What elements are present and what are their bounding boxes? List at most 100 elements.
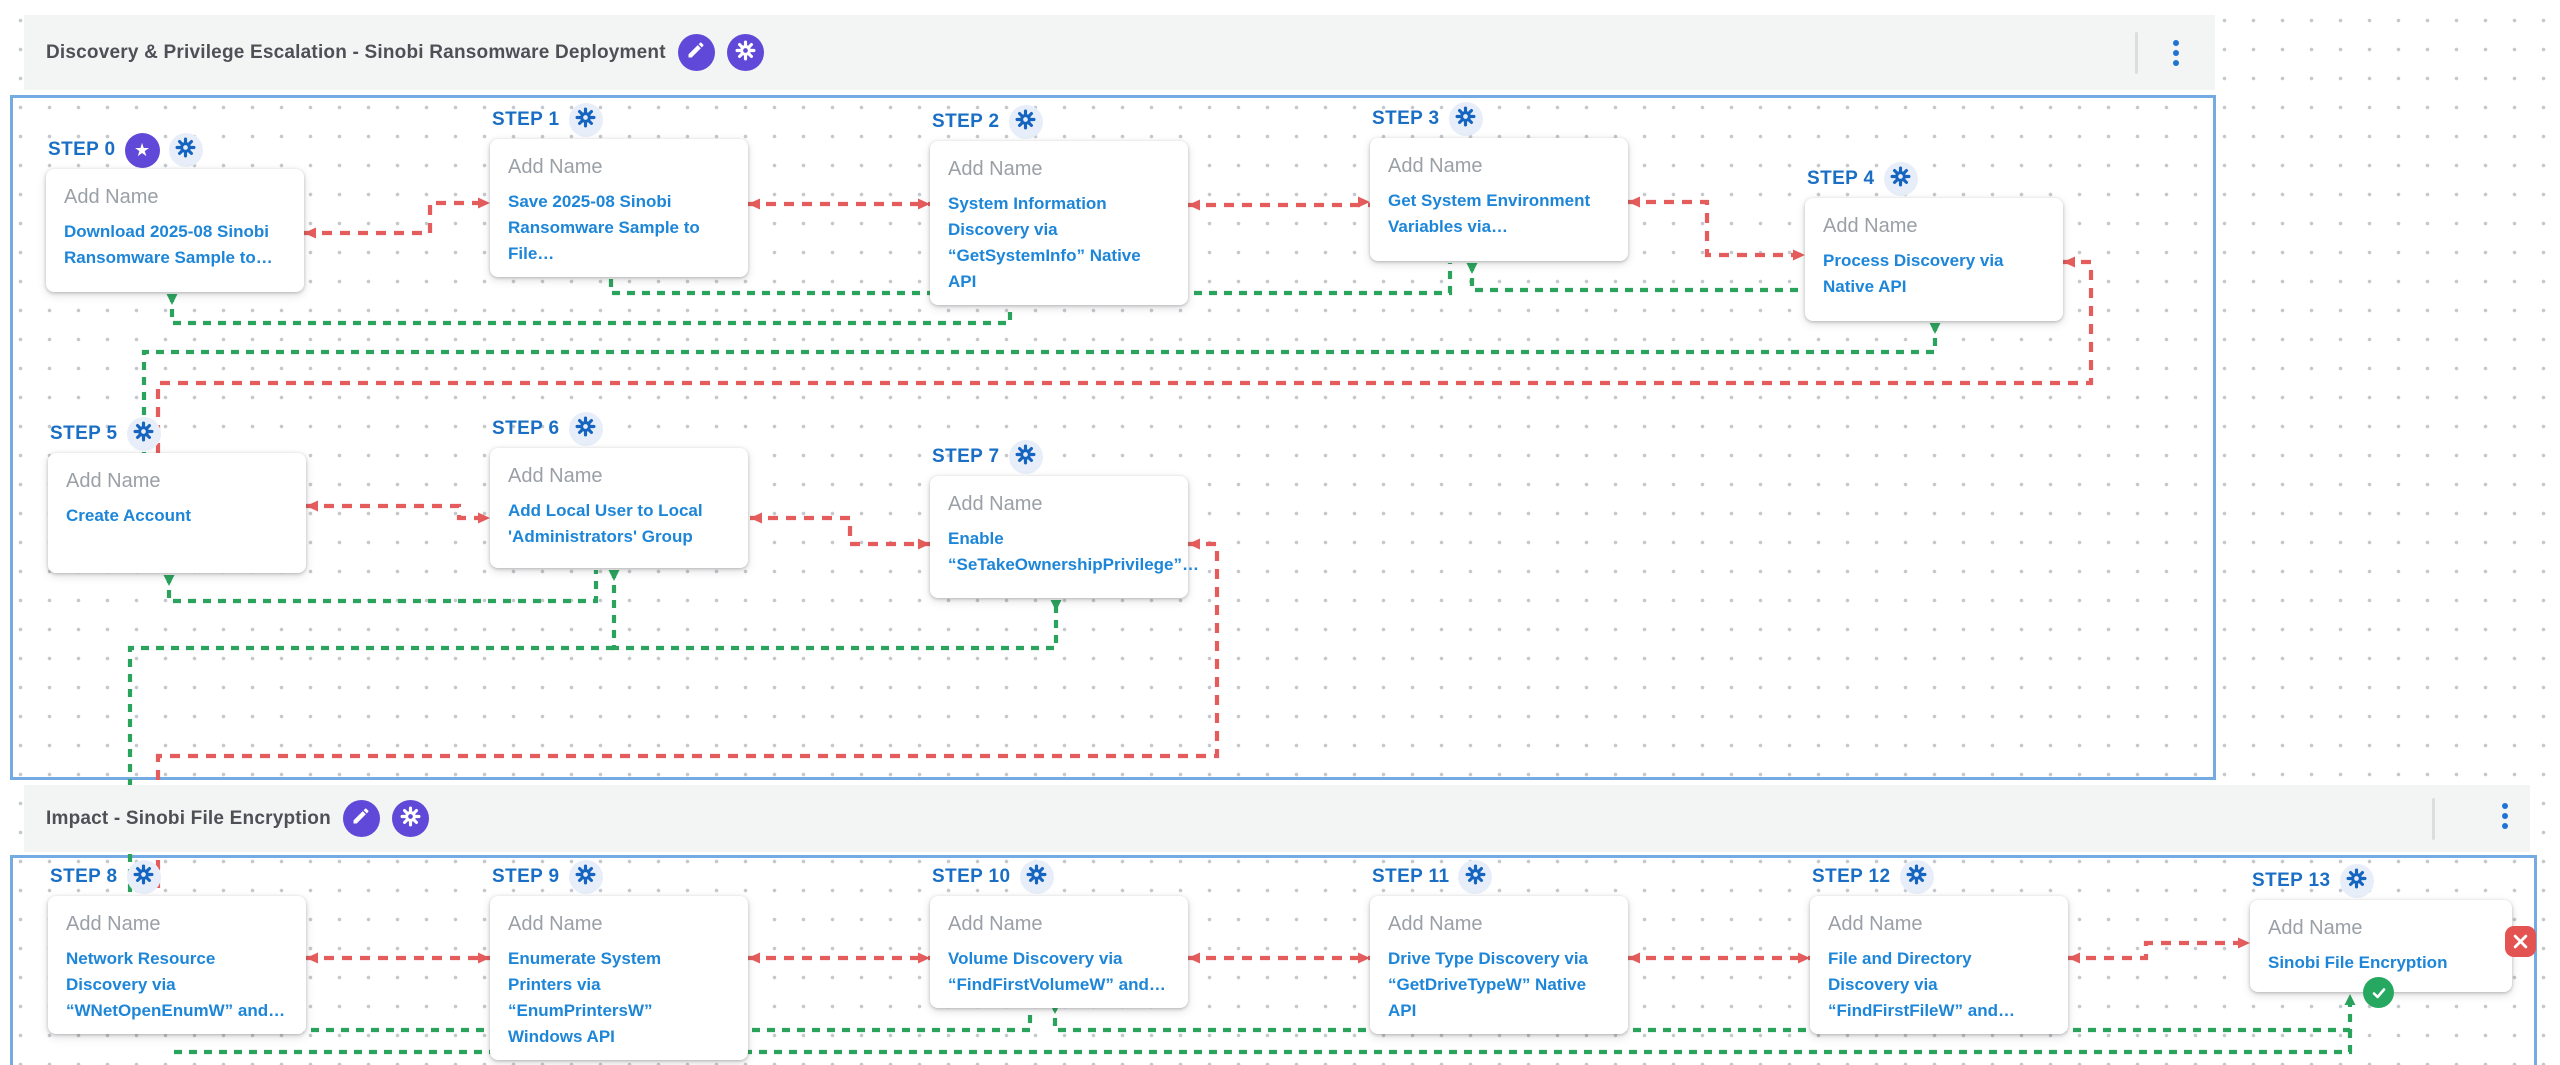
section-settings-button[interactable] — [726, 34, 764, 71]
pencil-icon — [686, 40, 706, 65]
step-settings-button[interactable] — [1008, 440, 1043, 474]
gear-icon — [1015, 109, 1036, 135]
step-label: STEP 2 — [932, 111, 1000, 132]
kebab-menu-icon — [2502, 803, 2508, 809]
step-settings-button[interactable] — [168, 133, 203, 167]
step-name-input[interactable]: Add Name — [508, 913, 603, 935]
step-settings-button[interactable] — [1458, 860, 1493, 894]
step-scenario-link[interactable]: Add Local User to Local 'Administrators'… — [508, 501, 703, 546]
edit-section-button[interactable] — [677, 34, 715, 71]
step-scenario-link[interactable]: Save 2025-08 Sinobi Ransomware Sample to… — [508, 192, 700, 263]
step-name-input[interactable]: Add Name — [508, 156, 603, 178]
step-scenario-link[interactable]: Enumerate System Printers via “EnumPrint… — [508, 949, 662, 1046]
step-scenario-link[interactable]: Download 2025-08 Sinobi Ransomware Sampl… — [64, 222, 273, 267]
step-scenario-link[interactable]: Network Resource Discovery via “WNetOpen… — [66, 949, 286, 1020]
kebab-menu-icon — [2173, 40, 2179, 46]
step-scenario-link[interactable]: Volume Discovery via “FindFirstVolumeW” … — [948, 949, 1166, 994]
step-settings-button[interactable] — [1883, 162, 1918, 196]
step-scenario-link[interactable]: System Information Discovery via “GetSys… — [948, 194, 1141, 291]
step-scenario-link[interactable]: Enable “SeTakeOwnershipPrivilege”… — [948, 529, 1199, 574]
step-label: STEP 0 — [48, 139, 116, 160]
gear-icon — [575, 107, 596, 133]
step-name-input[interactable]: Add Name — [1823, 215, 1918, 237]
step-name-input[interactable]: Add Name — [1388, 155, 1483, 177]
step-settings-button[interactable] — [2339, 864, 2374, 898]
step-settings-button[interactable] — [568, 860, 603, 894]
step-settings-button[interactable] — [1899, 860, 1934, 894]
step-name-input[interactable]: Add Name — [948, 493, 1043, 515]
step-name-input[interactable]: Add Name — [508, 465, 603, 487]
step-header: STEP 0 ★ — [48, 131, 304, 169]
section-1-menu-button[interactable] — [2163, 33, 2189, 73]
x-icon — [2513, 934, 2528, 949]
step-label: STEP 4 — [1807, 168, 1875, 189]
step-label: STEP 9 — [492, 866, 560, 887]
step-header: STEP 12 — [1812, 858, 2068, 896]
section-2-boundary — [10, 855, 2537, 1065]
edit-section-button[interactable] — [342, 800, 380, 837]
step-settings-button[interactable] — [568, 103, 603, 137]
step-name-input[interactable]: Add Name — [1828, 913, 1923, 935]
starred-step-button[interactable]: ★ — [124, 132, 160, 168]
step-settings-button[interactable] — [568, 412, 603, 446]
section-2-menu-button[interactable] — [2492, 796, 2518, 836]
section-1-header: Discovery & Privilege Escalation - Sinob… — [24, 15, 2215, 90]
step-name-input[interactable]: Add Name — [1388, 913, 1483, 935]
step-settings-button[interactable] — [1448, 102, 1483, 136]
gear-icon — [1026, 864, 1047, 890]
step-scenario-link[interactable]: Create Account — [66, 506, 192, 525]
step-name-input[interactable]: Add Name — [2268, 917, 2363, 939]
step-settings-button[interactable] — [126, 860, 161, 894]
step-label: STEP 3 — [1372, 108, 1440, 129]
step-scenario-link[interactable]: Sinobi File Encryption — [2268, 953, 2448, 972]
gear-icon — [133, 864, 154, 890]
step-name-input[interactable]: Add Name — [66, 913, 161, 935]
step-settings-button[interactable] — [1008, 105, 1043, 139]
step-name-input[interactable]: Add Name — [64, 186, 159, 208]
step-scenario-link[interactable]: Drive Type Discovery via “GetDriveTypeW”… — [1388, 949, 1589, 1020]
step-header: STEP 10 — [932, 858, 1188, 896]
check-icon — [2372, 987, 2385, 998]
step-header: STEP 6 — [492, 410, 748, 448]
step-settings-button[interactable] — [126, 417, 161, 451]
step-header: STEP 2 — [932, 103, 1188, 141]
step-name-input[interactable]: Add Name — [948, 913, 1043, 935]
step-name-input[interactable]: Add Name — [948, 158, 1043, 180]
gear-icon — [400, 806, 421, 832]
step-label: STEP 8 — [50, 866, 118, 887]
step-header: STEP 13 — [2252, 862, 2512, 900]
step-scenario-link[interactable]: File and Directory Discovery via “FindFi… — [1828, 949, 2015, 1020]
step-label: STEP 11 — [1372, 866, 1450, 887]
gear-icon — [175, 137, 196, 163]
step-settings-button[interactable] — [1019, 860, 1054, 894]
step-scenario-link[interactable]: Process Discovery via Native API — [1823, 251, 2004, 296]
step-scenario-link[interactable]: Get System Environment Variables via… — [1388, 191, 1591, 236]
step-name-input[interactable]: Add Name — [66, 470, 161, 492]
step-label: STEP 13 — [2252, 870, 2331, 891]
gear-icon — [1890, 166, 1911, 192]
section-settings-button[interactable] — [391, 800, 429, 837]
